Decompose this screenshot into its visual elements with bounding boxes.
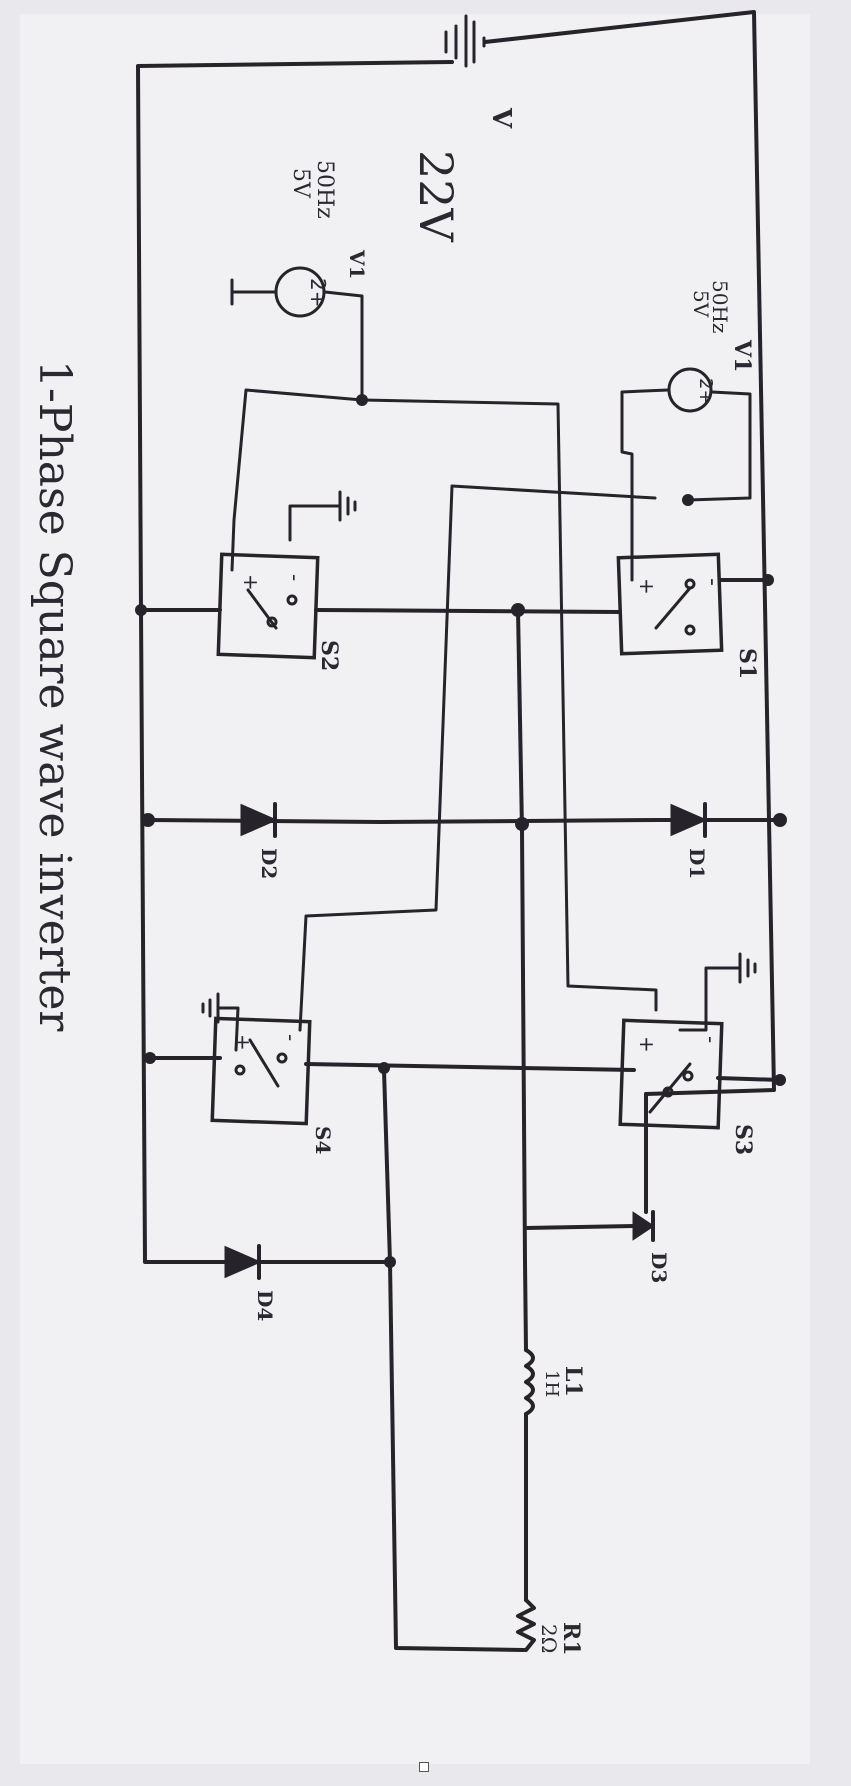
svg-text:D3: D3 — [647, 1252, 671, 1283]
svg-text:+: + — [635, 1036, 659, 1053]
battery-symbol — [444, 14, 486, 68]
svg-text:D1: D1 — [685, 848, 709, 879]
diode-d3 — [523, 1092, 655, 1242]
diode-d4-label: D4 — [253, 1290, 277, 1321]
svg-text:-: - — [699, 1036, 723, 1043]
switch-s2-label: S2 — [316, 640, 342, 671]
svg-text:50Hz: 50Hz — [708, 280, 732, 333]
switch-s1-label: S1 — [734, 648, 760, 679]
svg-text:-: - — [700, 578, 725, 586]
source-v2-freq: 50Hz — [312, 160, 337, 219]
paper-sheet — [20, 14, 810, 1764]
svg-text:S3: S3 — [730, 1124, 756, 1155]
switch-s4-label: S4 — [311, 1126, 335, 1154]
diode-d4 — [224, 1244, 392, 1280]
ground-icon — [738, 952, 757, 984]
svg-text:22V: 22V — [409, 150, 463, 243]
rail-positive — [483, 10, 776, 1096]
svg-text:R1: R1 — [558, 1622, 584, 1656]
source-v2-amp: 5V — [288, 168, 313, 199]
svg-text:V1: V1 — [345, 249, 369, 279]
diode-d2 — [240, 802, 278, 838]
switch-s3: - + — [618, 1018, 724, 1130]
svg-text:2Ω: 2Ω — [537, 1624, 561, 1653]
svg-text:+: + — [239, 574, 263, 591]
svg-text:1-Phase Square wave inverter: 1-Phase Square wave inverter — [29, 360, 80, 1032]
inductor-l1-value: 1H — [541, 1370, 562, 1397]
svg-text:-: - — [283, 574, 307, 581]
source-v2-name: V1 — [345, 249, 369, 279]
svg-text:V1: V1 — [729, 339, 755, 372]
branch-row-switches-upper — [139, 578, 770, 614]
svg-text:D2: D2 — [257, 848, 281, 879]
inductor-l1 — [523, 1260, 535, 1602]
svg-text:1H: 1H — [541, 1370, 562, 1397]
svg-text:D4: D4 — [253, 1290, 277, 1321]
source-v1-name: V1 — [729, 339, 755, 372]
svg-text:S4: S4 — [311, 1126, 335, 1154]
switch-s3-label: S3 — [730, 1124, 756, 1155]
scrollbar-thumb[interactable] — [419, 1762, 429, 1772]
switch-s1: - + — [616, 552, 725, 656]
switch-s2: - + — [216, 552, 320, 660]
svg-text:2+: 2+ — [695, 378, 716, 405]
inductor-l1-name: L1 — [560, 1366, 586, 1397]
battery-name-label: V — [486, 107, 516, 129]
svg-text:L1: L1 — [560, 1366, 586, 1397]
svg-text:5V: 5V — [288, 168, 313, 199]
branch-row-switches-lower — [148, 1056, 782, 1082]
svg-text:+: + — [231, 1034, 255, 1051]
ground-icon — [338, 490, 357, 522]
battery-voltage-label: 22V — [409, 150, 463, 243]
svg-text:S2: S2 — [316, 640, 342, 671]
diode-d1-label: D1 — [685, 848, 709, 879]
svg-text:50Hz: 50Hz — [312, 160, 337, 219]
junction-dots — [135, 394, 787, 1268]
source-v1-freq: 50Hz — [708, 280, 732, 333]
diagram-title: 1-Phase Square wave inverter — [29, 360, 80, 1032]
resistor-r1-value: 2Ω — [537, 1624, 561, 1653]
diode-d3-label: D3 — [647, 1252, 671, 1283]
svg-text:V: V — [486, 107, 516, 129]
svg-text:-: - — [279, 1034, 303, 1041]
diode-d2-label: D2 — [257, 848, 281, 879]
resistor-r1-name: R1 — [558, 1622, 584, 1656]
switch-s4: - + — [210, 1016, 312, 1126]
svg-text:5V: 5V — [689, 290, 713, 318]
svg-text:+: + — [635, 578, 659, 595]
source-v2: 2+ — [230, 266, 364, 402]
source-v1-amp: 5V — [689, 290, 713, 318]
resistor-r1 — [516, 1598, 536, 1652]
svg-text:S1: S1 — [734, 648, 760, 679]
diode-d1 — [670, 802, 708, 838]
